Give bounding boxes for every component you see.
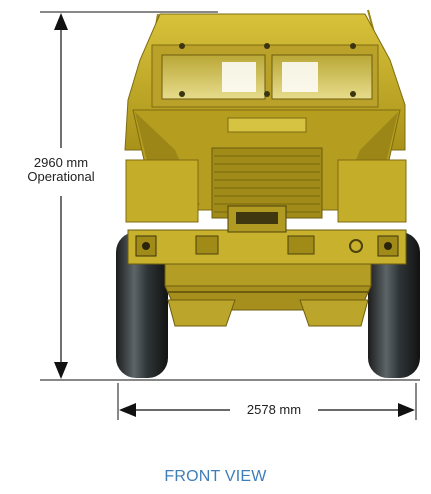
height-note: Operational (27, 169, 95, 184)
height-dimension-line (40, 11, 420, 381)
width-dimension-label: 2578 mm (230, 403, 318, 417)
arrow-down-icon (54, 362, 68, 379)
arrow-right-icon (398, 403, 415, 417)
vehicle-illustration (116, 9, 420, 378)
width-dimension-line (117, 383, 417, 420)
left-tire (116, 232, 168, 378)
arrow-left-icon (119, 403, 136, 417)
height-dimension-label: 2960 mm Operational (20, 156, 102, 184)
arrow-up-icon (54, 13, 68, 30)
height-value: 2960 mm (33, 155, 89, 170)
right-tire (368, 232, 420, 378)
view-caption: FRONT VIEW (164, 468, 267, 485)
